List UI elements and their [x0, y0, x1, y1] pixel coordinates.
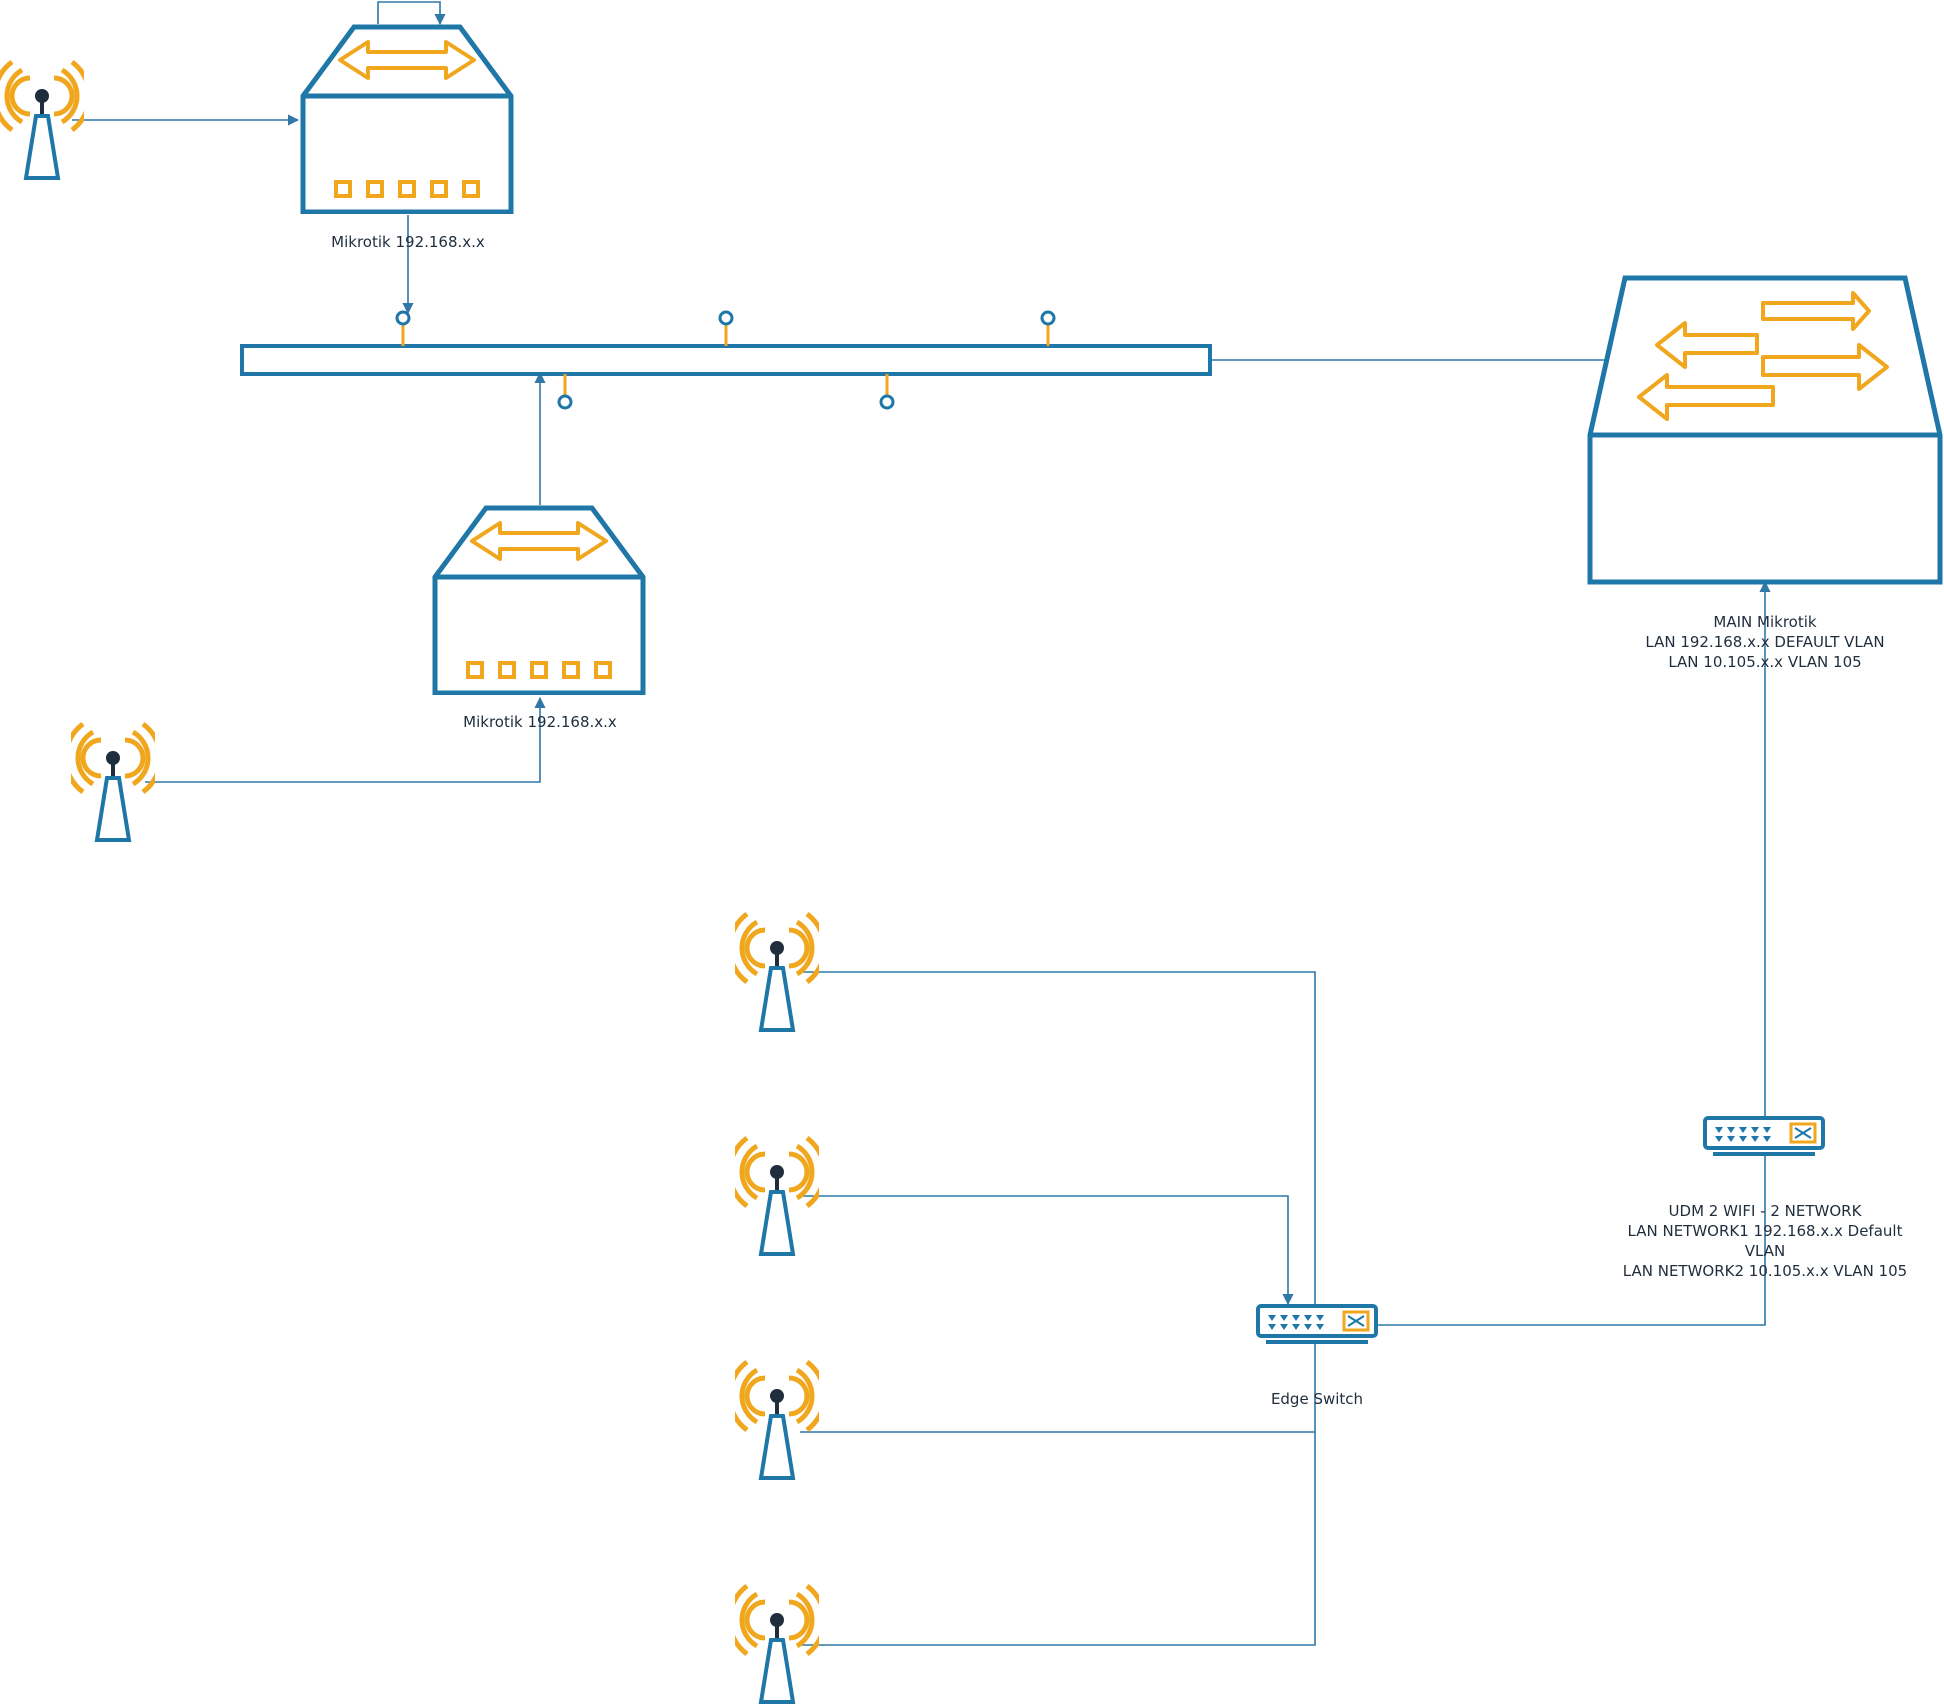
- bus-port: [395, 310, 411, 326]
- bus-port: [718, 310, 734, 326]
- label-main-mikrotik: MAIN Mikrotik LAN 192.168.x.x DEFAULT VL…: [1645, 613, 1884, 671]
- router-icon-mid[interactable]: [435, 508, 643, 693]
- wifi-tower-icon[interactable]: [730, 1362, 825, 1478]
- label-udm-line: VLAN: [1745, 1242, 1785, 1260]
- label-udm-line: LAN NETWORK2 10.105.x.x VLAN 105: [1623, 1262, 1907, 1280]
- label-mikrotik-mid: Mikrotik 192.168.x.x: [463, 713, 617, 731]
- label-mikrotik-top: Mikrotik 192.168.x.x: [331, 233, 485, 251]
- switch-icon-udm[interactable]: [1703, 1116, 1825, 1156]
- network-bus: [240, 310, 1212, 410]
- label-udm-line: LAN NETWORK1 192.168.x.x Default: [1628, 1222, 1903, 1240]
- label-udm-line: UDM 2 WIFI - 2 NETWORK: [1669, 1202, 1863, 1220]
- link-tower4-switch: [800, 1195, 1294, 1306]
- link-router-top-loop: [377, 1, 446, 26]
- link-switch-udm: [1378, 1152, 1766, 1326]
- bus-port: [557, 394, 573, 410]
- router-icon-top[interactable]: [303, 27, 511, 212]
- link-tower2-router-mid: [145, 696, 546, 783]
- label-main-line: MAIN Mikrotik: [1713, 613, 1816, 631]
- label-main-line: LAN 192.168.x.x DEFAULT VLAN: [1645, 633, 1884, 651]
- label-main-line: LAN 10.105.x.x VLAN 105: [1668, 653, 1861, 671]
- link-tower6-switch: [800, 1432, 1316, 1646]
- bus-port: [879, 394, 895, 410]
- label-edge-switch: Edge Switch: [1271, 1390, 1363, 1408]
- connectors: [72, 1, 1771, 1646]
- core-router-icon[interactable]: [1590, 278, 1940, 582]
- bus-port: [1040, 310, 1056, 326]
- link-tower5-switch: [800, 1340, 1316, 1433]
- link-tower3-switch: [800, 971, 1316, 1308]
- wifi-tower-icon[interactable]: [730, 1586, 825, 1702]
- label-udm: UDM 2 WIFI - 2 NETWORK LAN NETWORK1 192.…: [1623, 1202, 1907, 1280]
- switch-icon-edge[interactable]: [1256, 1304, 1378, 1344]
